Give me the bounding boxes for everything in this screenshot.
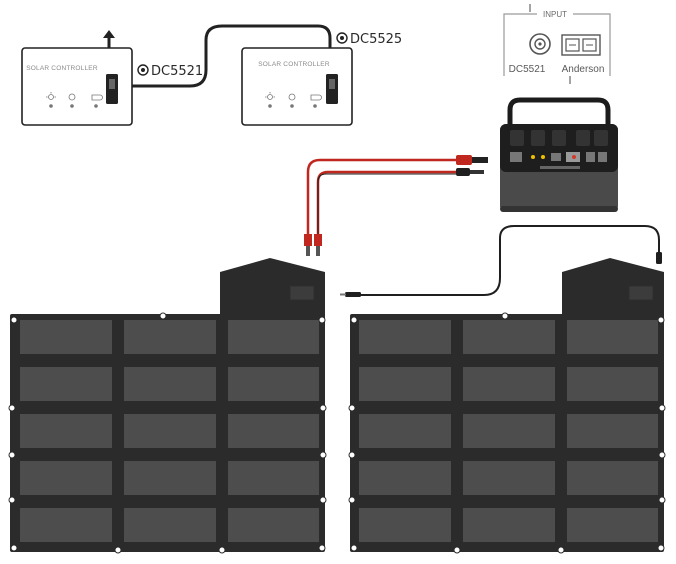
dc-cable: [340, 225, 662, 297]
up-arrow-icon: [103, 30, 115, 48]
controller-1-label: SOLAR CONTROLLER: [26, 65, 98, 72]
connector-label-dc5521: DC5521: [151, 64, 203, 79]
solar-panel-left: [8, 258, 327, 554]
bulb-icon: [288, 93, 296, 108]
input-panel: INPUT DC5521 Anderson: [503, 4, 611, 84]
sun-icon: [46, 92, 56, 108]
sun-icon: [265, 92, 275, 108]
solar-controller-2: SOLAR CONTROLLER: [241, 47, 353, 126]
dc5521-port-icon: [529, 33, 551, 55]
bulb-icon: [68, 93, 76, 108]
battery-icon: [91, 94, 103, 108]
panel-left-cells: [20, 320, 319, 542]
input-panel-title: INPUT: [543, 10, 567, 19]
anderson-cable: [304, 155, 488, 256]
panel-right-grommets: [348, 312, 666, 554]
panel-left-grommets: [8, 312, 327, 554]
circle-dot-icon: [137, 64, 149, 76]
controller-link-cable: [132, 24, 332, 88]
solar-panel-right: [348, 258, 666, 554]
solar-controller-1: SOLAR CONTROLLER: [21, 47, 133, 126]
junction-box-left: [220, 258, 325, 316]
controller-2-label: SOLAR CONTROLLER: [258, 61, 330, 68]
connector-label-dc5525: DC5525: [350, 32, 402, 47]
anderson-port-icon: [561, 34, 601, 56]
power-station: [500, 97, 618, 212]
input-port-label-dc5521: DC5521: [509, 64, 546, 75]
battery-icon: [310, 94, 322, 108]
circle-dot-icon: [336, 32, 348, 44]
panel-right-cells: [359, 320, 658, 542]
input-port-label-anderson: Anderson: [562, 64, 605, 75]
junction-box-right: [562, 258, 664, 316]
